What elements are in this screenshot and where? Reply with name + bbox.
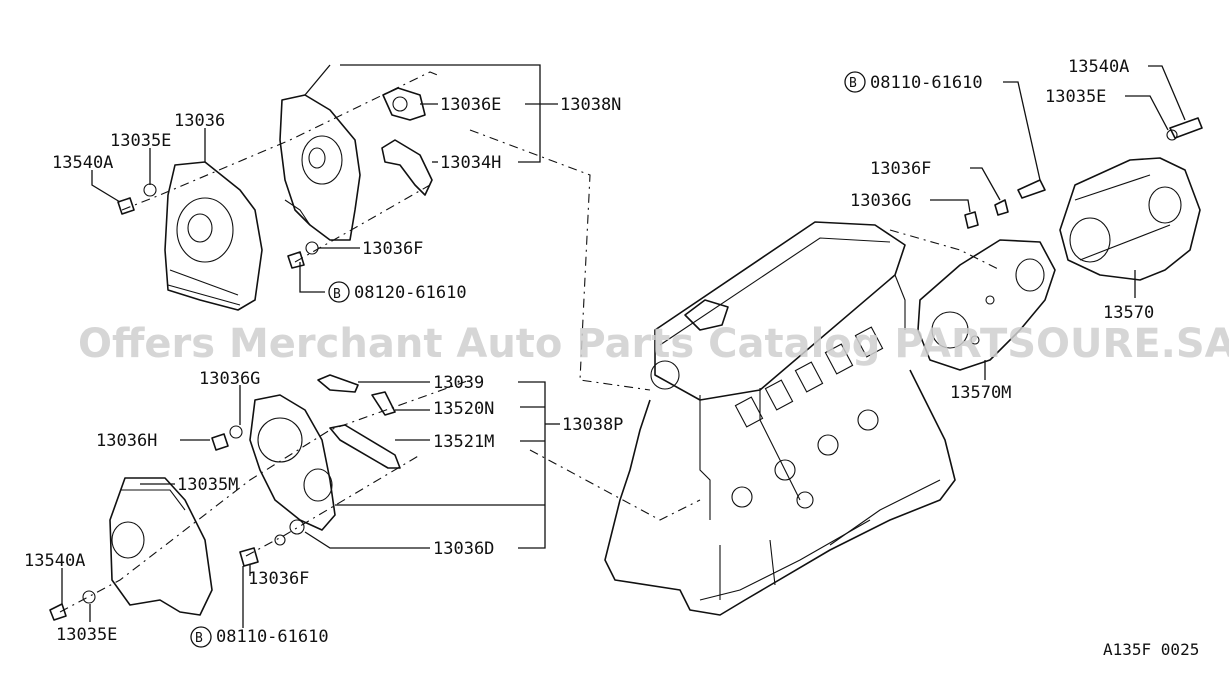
label-13036F-top: 13036F [362,239,423,259]
label-13036G-right: 13036G [850,191,911,211]
label-13034H: 13034H [440,153,501,173]
align-line-upper [469,129,651,391]
label-13570M: 13570M [950,383,1011,403]
label-13036H: 13036H [96,431,157,451]
label-13540A-right: 13540A [1068,57,1129,77]
label-08120-61610: 08120-61610 [354,283,467,303]
label-13520N: 13520N [433,399,494,419]
label-13036G-left: 13036G [199,369,260,389]
watermark-text: Offers Merchant Auto Parts Catalog PARTS… [78,321,1229,367]
label-13038P: 13038P [562,415,623,435]
label-13035E-right: 13035E [1045,87,1106,107]
bolt-b-symbol-08120 [328,281,350,303]
leader-lines [61,64,1186,628]
bolt-b-symbol-08110-right [844,71,866,93]
label-13039: 13039 [433,373,484,393]
bolt-b-letter-08110-bottom: B [195,631,203,646]
label-13570: 13570 [1103,303,1154,323]
label-13038N: 13038N [560,95,621,115]
diagram-code: A135F 0025 [1103,640,1199,659]
label-13036-top: 13036 [174,111,225,131]
label-13035E-bottom: 13035E [56,625,117,645]
label-13035M: 13035M [177,475,238,495]
label-13036F-bottom: 13036F [248,569,309,589]
label-13036D: 13036D [433,539,494,559]
label-13521M: 13521M [433,432,494,452]
upper-front-cover-group [117,71,441,311]
label-08110-61610-bottom: 08110-61610 [216,627,329,647]
lower-front-cover-group [49,374,471,621]
label-08110-61610-right: 08110-61610 [870,73,983,93]
label-13035E-top: 13035E [110,131,171,151]
label-13036E: 13036E [440,95,501,115]
bolt-b-letter-08120: B [333,287,341,302]
engine-block [604,221,956,616]
align-line-lower [529,449,701,521]
label-13540A-top: 13540A [52,153,113,173]
bolt-b-letter-08110-right: B [849,76,857,91]
right-cover-group [889,117,1203,371]
bolt-b-symbol-08110-bottom [190,626,212,648]
label-13540A-bottom: 13540A [24,551,85,571]
label-13036F-right: 13036F [870,159,931,179]
